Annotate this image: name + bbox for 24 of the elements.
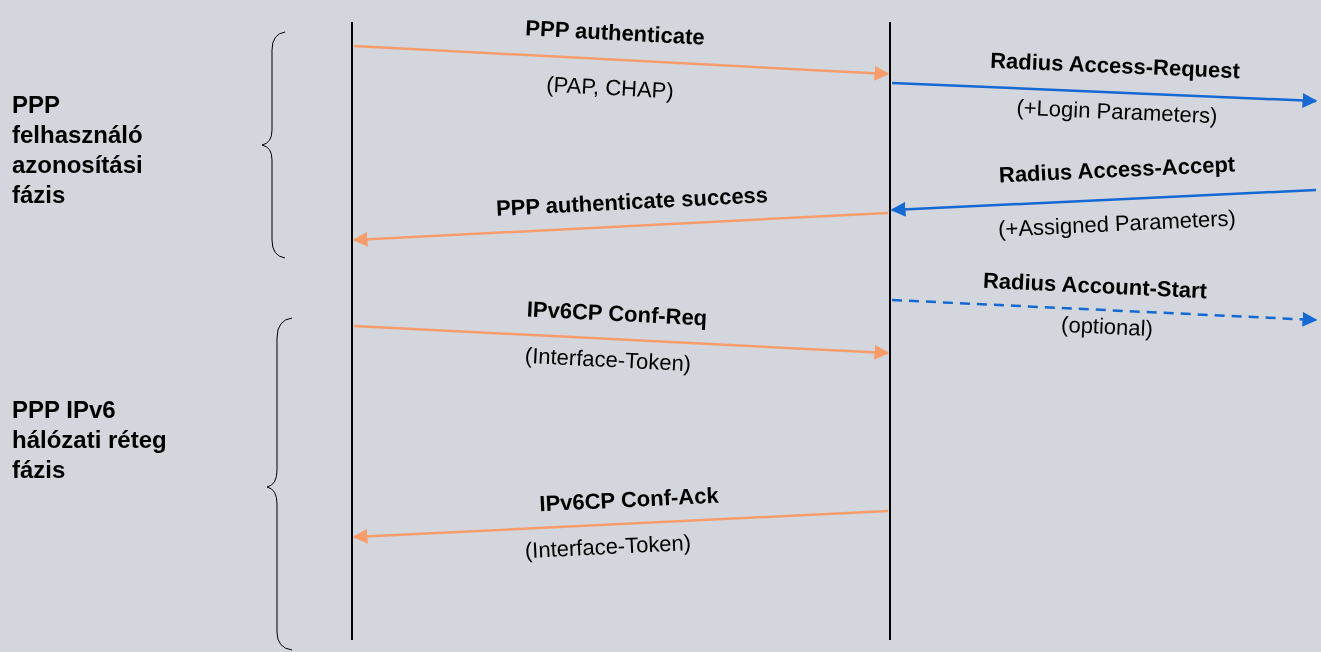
parameter-note: (+Assigned Parameters)	[997, 205, 1237, 243]
edge-label: PPP authenticate	[524, 15, 706, 51]
arrow	[891, 298, 1318, 327]
arrow	[352, 211, 889, 247]
arrow	[891, 81, 1318, 108]
edge-label: PPP authenticate success	[495, 182, 769, 222]
edge-label: IPv6CP Conf-Ack	[538, 482, 720, 518]
edge-label: IPv6CP Conf-Req	[526, 296, 708, 332]
edge-label: Radius Account-Start	[982, 267, 1208, 305]
parameter-note: (Interface-Token)	[524, 342, 692, 378]
edge-label: Radius Access-Accept	[998, 151, 1236, 189]
arrow	[352, 509, 889, 544]
phase-label: PPP felhasználó azonosítási fázis	[12, 90, 144, 210]
parameter-note: (+Login Parameters)	[1015, 94, 1219, 130]
lifeline	[351, 22, 353, 640]
arrow	[353, 44, 890, 81]
phase-label: PPP IPv6 hálózati réteg fázis	[12, 395, 168, 485]
arrow	[353, 324, 890, 360]
parameter-note: (Interface-Token)	[524, 529, 692, 565]
parameter-note: (optional)	[1060, 311, 1154, 343]
lifeline	[889, 22, 891, 640]
edge-label: Radius Access-Request	[989, 47, 1241, 85]
arrow	[890, 188, 1317, 217]
parameter-note: (PAP, CHAP)	[545, 71, 675, 105]
